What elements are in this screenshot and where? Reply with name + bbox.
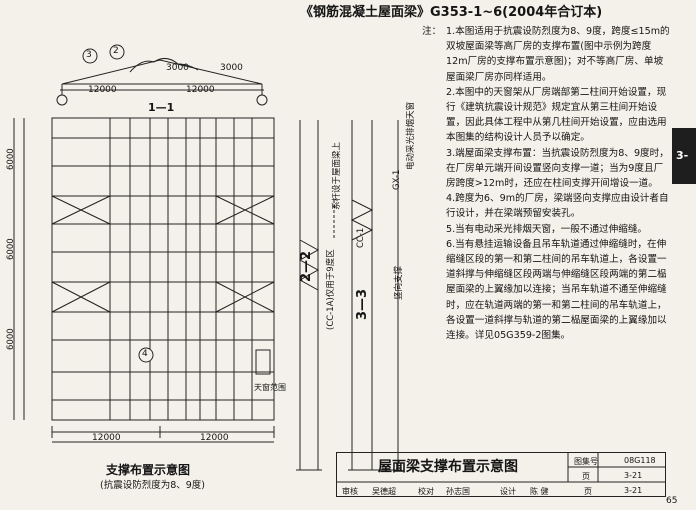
sign-check-label: 校对 [418,487,434,496]
dim-span-bottom-1: 12000 [92,433,121,443]
label-gx1: GX-1 [392,169,402,190]
dim-col-3: 6000 [6,328,16,350]
note-5: 5.当有电动采光排烟天窗，一般不通过伸缩缝。 [446,223,648,235]
dim-bay-1: 3000 [166,63,189,73]
page-label: 页 [582,472,590,481]
plan-subcaption: (抗震设防烈度为8、9度) [100,480,206,491]
atlas-no: 08G118 [624,456,656,465]
plan-grid [51,117,275,421]
label-vertical-brace: 竖向支撑 [394,265,404,300]
chapter-tab [672,128,696,184]
dim-span-bottom-2: 12000 [200,433,229,443]
section-2-2-label: 2—2 [299,250,314,282]
sign-page-ref: 3-21 [624,486,643,495]
atlas-no-label: 图集号 [574,457,598,466]
section-3-3 [348,120,402,471]
note-4: 4.跨度为6、9m的厂房，梁端竖向支撑应由设计者自行设计，并在梁端预留安装孔。 [446,193,669,220]
title-block [336,452,666,497]
label-skylight-vbrace: 电动采光排烟天窗 [406,101,416,170]
dim-col-1: 6000 [6,148,16,170]
section-1-1-label: 1—1 [148,101,175,114]
skylight-range-label: 天窗范围 [254,383,286,392]
axis-label-3: 3 [86,50,92,60]
sign-design-name: 陈 健 [530,487,549,496]
bracing-drawing [13,44,402,471]
page-number: 65 [666,496,678,506]
notes-label: 注： [422,26,442,37]
label-top-chord-brace: 系杆设于屋面梁上 [332,141,342,210]
page-header: 《钢筋混凝土屋面梁》G353-1~6(2004年合订本) [300,5,603,20]
section-2-2 [296,120,322,471]
axis-label-4: 4 [142,349,148,359]
sign-page-label: 页 [584,487,592,496]
drawing-title: 屋面梁支撑布置示意图 [378,459,518,475]
dim-span-top-1: 12000 [88,85,117,95]
sign-review-label: 审核 [342,487,358,496]
dim-bay-2: 3000 [220,63,243,73]
label-cc1a: (CC-1A)仅用于9度区 [326,249,336,330]
axis-label-2: 2 [113,46,119,56]
sign-check-name: 孙志国 [446,487,470,496]
sign-review-name: 吴德超 [372,487,396,496]
sign-design-label: 设计 [500,487,516,496]
section-3-3-label: 3—3 [355,288,370,320]
dim-span-top-2: 12000 [186,85,215,95]
note-6: 6.当有悬挂运输设备且吊车轨道通过伸缩缝时，在伸缩缝区段的第一和第二柱间的吊车轨… [446,238,667,342]
note-1: 1.本图适用于抗震设防烈度为8、9度，跨度≤15m的双坡屋面梁等高厂房的支撑布置… [446,26,670,83]
note-2: 2.本图中的天窗架从厂房端部第二柱间开始设置，现行《建筑抗震设计规范》规定宜从第… [446,86,667,144]
elevation-1-1 [60,58,264,100]
plan-caption: 支撑布置示意图 [106,463,191,477]
dim-col-2: 6000 [6,238,16,260]
chapter-tab-label: 3- [676,149,689,162]
label-cc1-a: CC-1 [356,227,366,248]
note-3: 3.端屋面梁支撑布置：当抗震设防烈度为8、9度时，在厂房单元端开间设置竖向支撑一… [446,147,669,190]
notes-list: 1.本图适用于抗震设防烈度为8、9度，跨度≤15m的双坡屋面梁等高厂房的支撑布置… [446,24,672,343]
page-ref: 3-21 [624,471,643,480]
